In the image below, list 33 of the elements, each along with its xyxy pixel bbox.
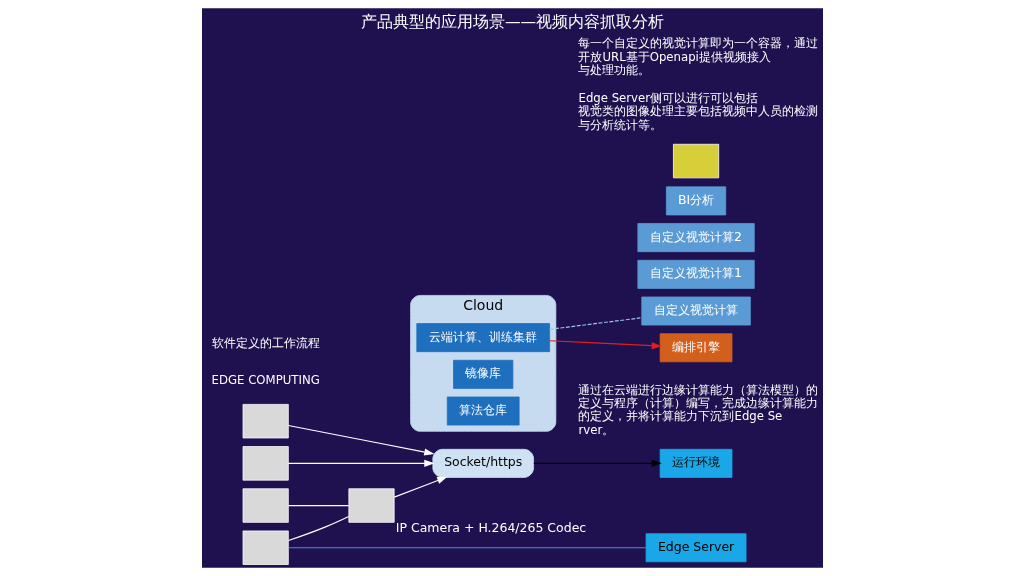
node-box — [242, 530, 289, 565]
arrow — [548, 340, 662, 350]
node-box — [672, 143, 719, 179]
node-box — [242, 446, 289, 481]
connector — [287, 547, 646, 549]
arrow — [532, 459, 662, 467]
node-box: 编排引擎 — [659, 333, 732, 363]
node-box: 算法仓库 — [446, 396, 520, 426]
node-box: 镜像库 — [452, 359, 513, 389]
label: Edge Server侧可以进行可以包括视觉类的图像处理主要包括视频中人员的检测与分析统计等。 — [578, 91, 819, 132]
node-box — [242, 404, 289, 439]
node-box: Socket/https — [431, 448, 534, 478]
connector — [548, 317, 642, 330]
node-box: 运行环境 — [659, 448, 732, 478]
label: EDGE COMPUTING — [211, 373, 320, 388]
label: 软件定义的工作流程 — [211, 336, 320, 351]
arrow — [287, 459, 434, 467]
node-box — [242, 488, 289, 523]
node-box: 自定义视觉计算1 — [637, 259, 755, 289]
diagram-title: 产品典型的应用场景——视频内容抓取分析 — [360, 13, 664, 32]
label: 每一个自定义的视觉计算即为一个容器，通过开放URL基于Openapi提供视频接入与处理功能。 — [578, 36, 819, 77]
connector — [287, 515, 349, 542]
node-box: 自定义视觉计算2 — [637, 223, 755, 253]
arrow — [393, 476, 447, 498]
node-box: 云端计算、训练集群 — [415, 323, 550, 353]
label: 通过在云端进行边缘计算能力（算法模型）的定义与程序（计算）编写，完成边缘计算能力的定义，并将计算能力下沉到Edge Server。 — [578, 382, 819, 437]
arrow — [287, 424, 434, 456]
node-box — [347, 488, 395, 523]
node-label: IP Camera + H.264/265 Codec — [395, 520, 586, 536]
node-box: Edge Server — [645, 533, 746, 563]
connector — [287, 504, 349, 507]
node-box: BI分析 — [665, 186, 726, 216]
node-box: 自定义视觉计算 — [640, 296, 751, 326]
